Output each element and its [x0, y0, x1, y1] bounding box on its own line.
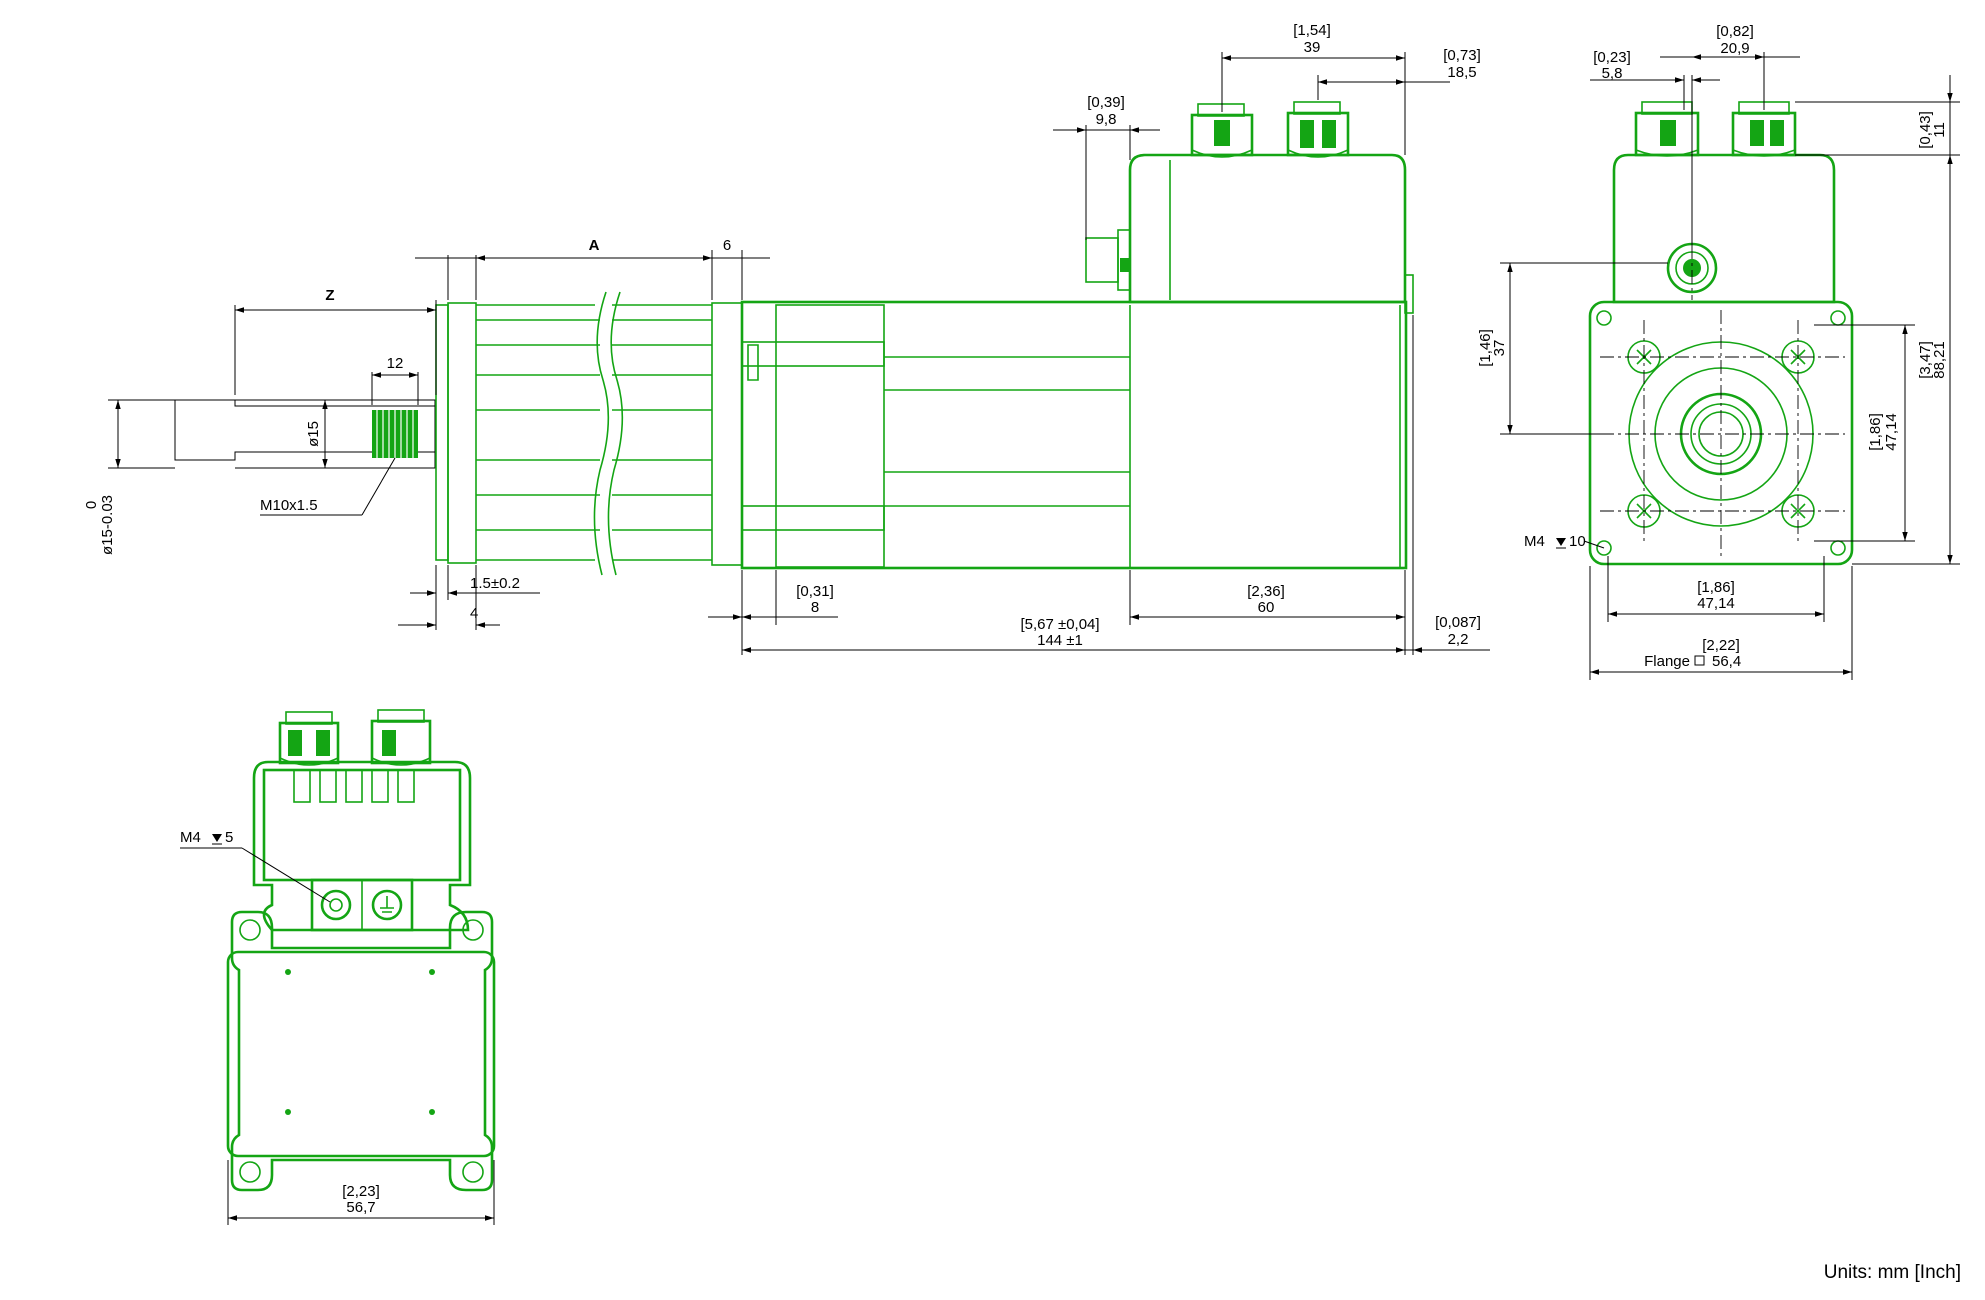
dim-347-in: [3,47]	[1917, 341, 1934, 379]
electronics-housing	[1085, 153, 1414, 314]
dim-043-mm: 11	[1931, 122, 1948, 138]
flange-label: Flange	[1644, 653, 1690, 670]
dim-a: A	[589, 237, 600, 254]
dim-146-in: [1,46]	[1477, 329, 1494, 367]
dim-154-mm: 39	[1304, 39, 1321, 56]
dim-567-mm: 144 ±1	[1037, 632, 1083, 649]
front-view	[1588, 101, 1854, 566]
dim-186h-in: [1,86]	[1697, 579, 1735, 596]
dim-031-in: [0,31]	[796, 583, 834, 600]
flange	[1588, 300, 1854, 566]
side-dimensions: Z A 6 12 ø15 M10x1.5 0 ø15-0.03	[83, 22, 1490, 655]
dim-222-in: [2,22]	[1702, 637, 1740, 654]
units-label: Units: mm [Inch]	[1823, 1262, 1961, 1283]
dim-186v-mm: 47,14	[1883, 413, 1900, 451]
dim-m10: M10x1.5	[260, 497, 318, 514]
dim-223-mm: 56,7	[346, 1199, 375, 1216]
stroke-body	[476, 291, 743, 576]
dim-031-mm: 8	[811, 599, 819, 616]
dim-236-in: [2,36]	[1247, 583, 1285, 600]
dim-039-in: [0,39]	[1087, 94, 1125, 111]
dim-186h-mm: 47,14	[1697, 595, 1735, 612]
motor-body	[740, 300, 1408, 570]
depth-symbol-icon	[1556, 538, 1566, 546]
m4-thread-rear: M4	[180, 829, 201, 846]
square-symbol-icon	[1694, 655, 1705, 666]
dim-082-mm: 20,9	[1720, 40, 1749, 57]
dim-1-5: 1.5±0.2	[470, 575, 520, 592]
lead-screw	[174, 399, 436, 469]
dim-flange-mm: 56,4	[1712, 653, 1741, 670]
dim-0087-in: [0,087]	[1435, 614, 1481, 631]
depth-symbol-icon	[212, 834, 222, 842]
dim-223-in: [2,23]	[342, 1183, 380, 1200]
dim-039-mm: 9,8	[1096, 111, 1117, 128]
dim-12: 12	[387, 355, 404, 372]
dim-043-in: [0,43]	[1917, 111, 1934, 149]
dim-186v-in: [1,86]	[1867, 413, 1884, 451]
dim-0087-mm: 2,2	[1448, 631, 1469, 648]
dim-tol-bottom: ø15-0.03	[99, 495, 116, 555]
dim-6: 6	[723, 237, 731, 254]
dim-567-in: [5,67 ±0,04]	[1020, 616, 1099, 633]
dim-146-mm: 37	[1491, 340, 1508, 357]
m4-thread-front-depth: 10	[1569, 533, 1586, 550]
rear-view	[226, 709, 496, 1192]
dim-z: Z	[325, 287, 334, 304]
rear-dimensions: M4 5 [2,23] 56,7	[180, 829, 495, 1225]
dim-d15: ø15	[305, 421, 322, 447]
dim-154-in: [1,54]	[1293, 22, 1331, 39]
dim-023-in: [0,23]	[1593, 49, 1631, 66]
m4-thread-rear-depth: 5	[225, 829, 233, 846]
dim-347-mm: 88,21	[1931, 341, 1948, 379]
dim-236-mm: 60	[1258, 599, 1275, 616]
front-dimensions: [0,23] 5,8 [0,82] 20,9 [0,43] 11 [3,47] …	[1477, 23, 1960, 680]
m4-thread-front: M4	[1524, 533, 1545, 550]
dim-073-in: [0,73]	[1443, 47, 1481, 64]
side-view	[174, 101, 1414, 576]
dim-082-in: [0,82]	[1716, 23, 1754, 40]
dim-023-mm: 5,8	[1602, 65, 1623, 82]
top-connectors	[1190, 101, 1350, 158]
dim-073-mm: 18,5	[1447, 64, 1476, 81]
dim-tol-top: 0	[83, 501, 100, 509]
dim-4: 4	[470, 605, 478, 622]
